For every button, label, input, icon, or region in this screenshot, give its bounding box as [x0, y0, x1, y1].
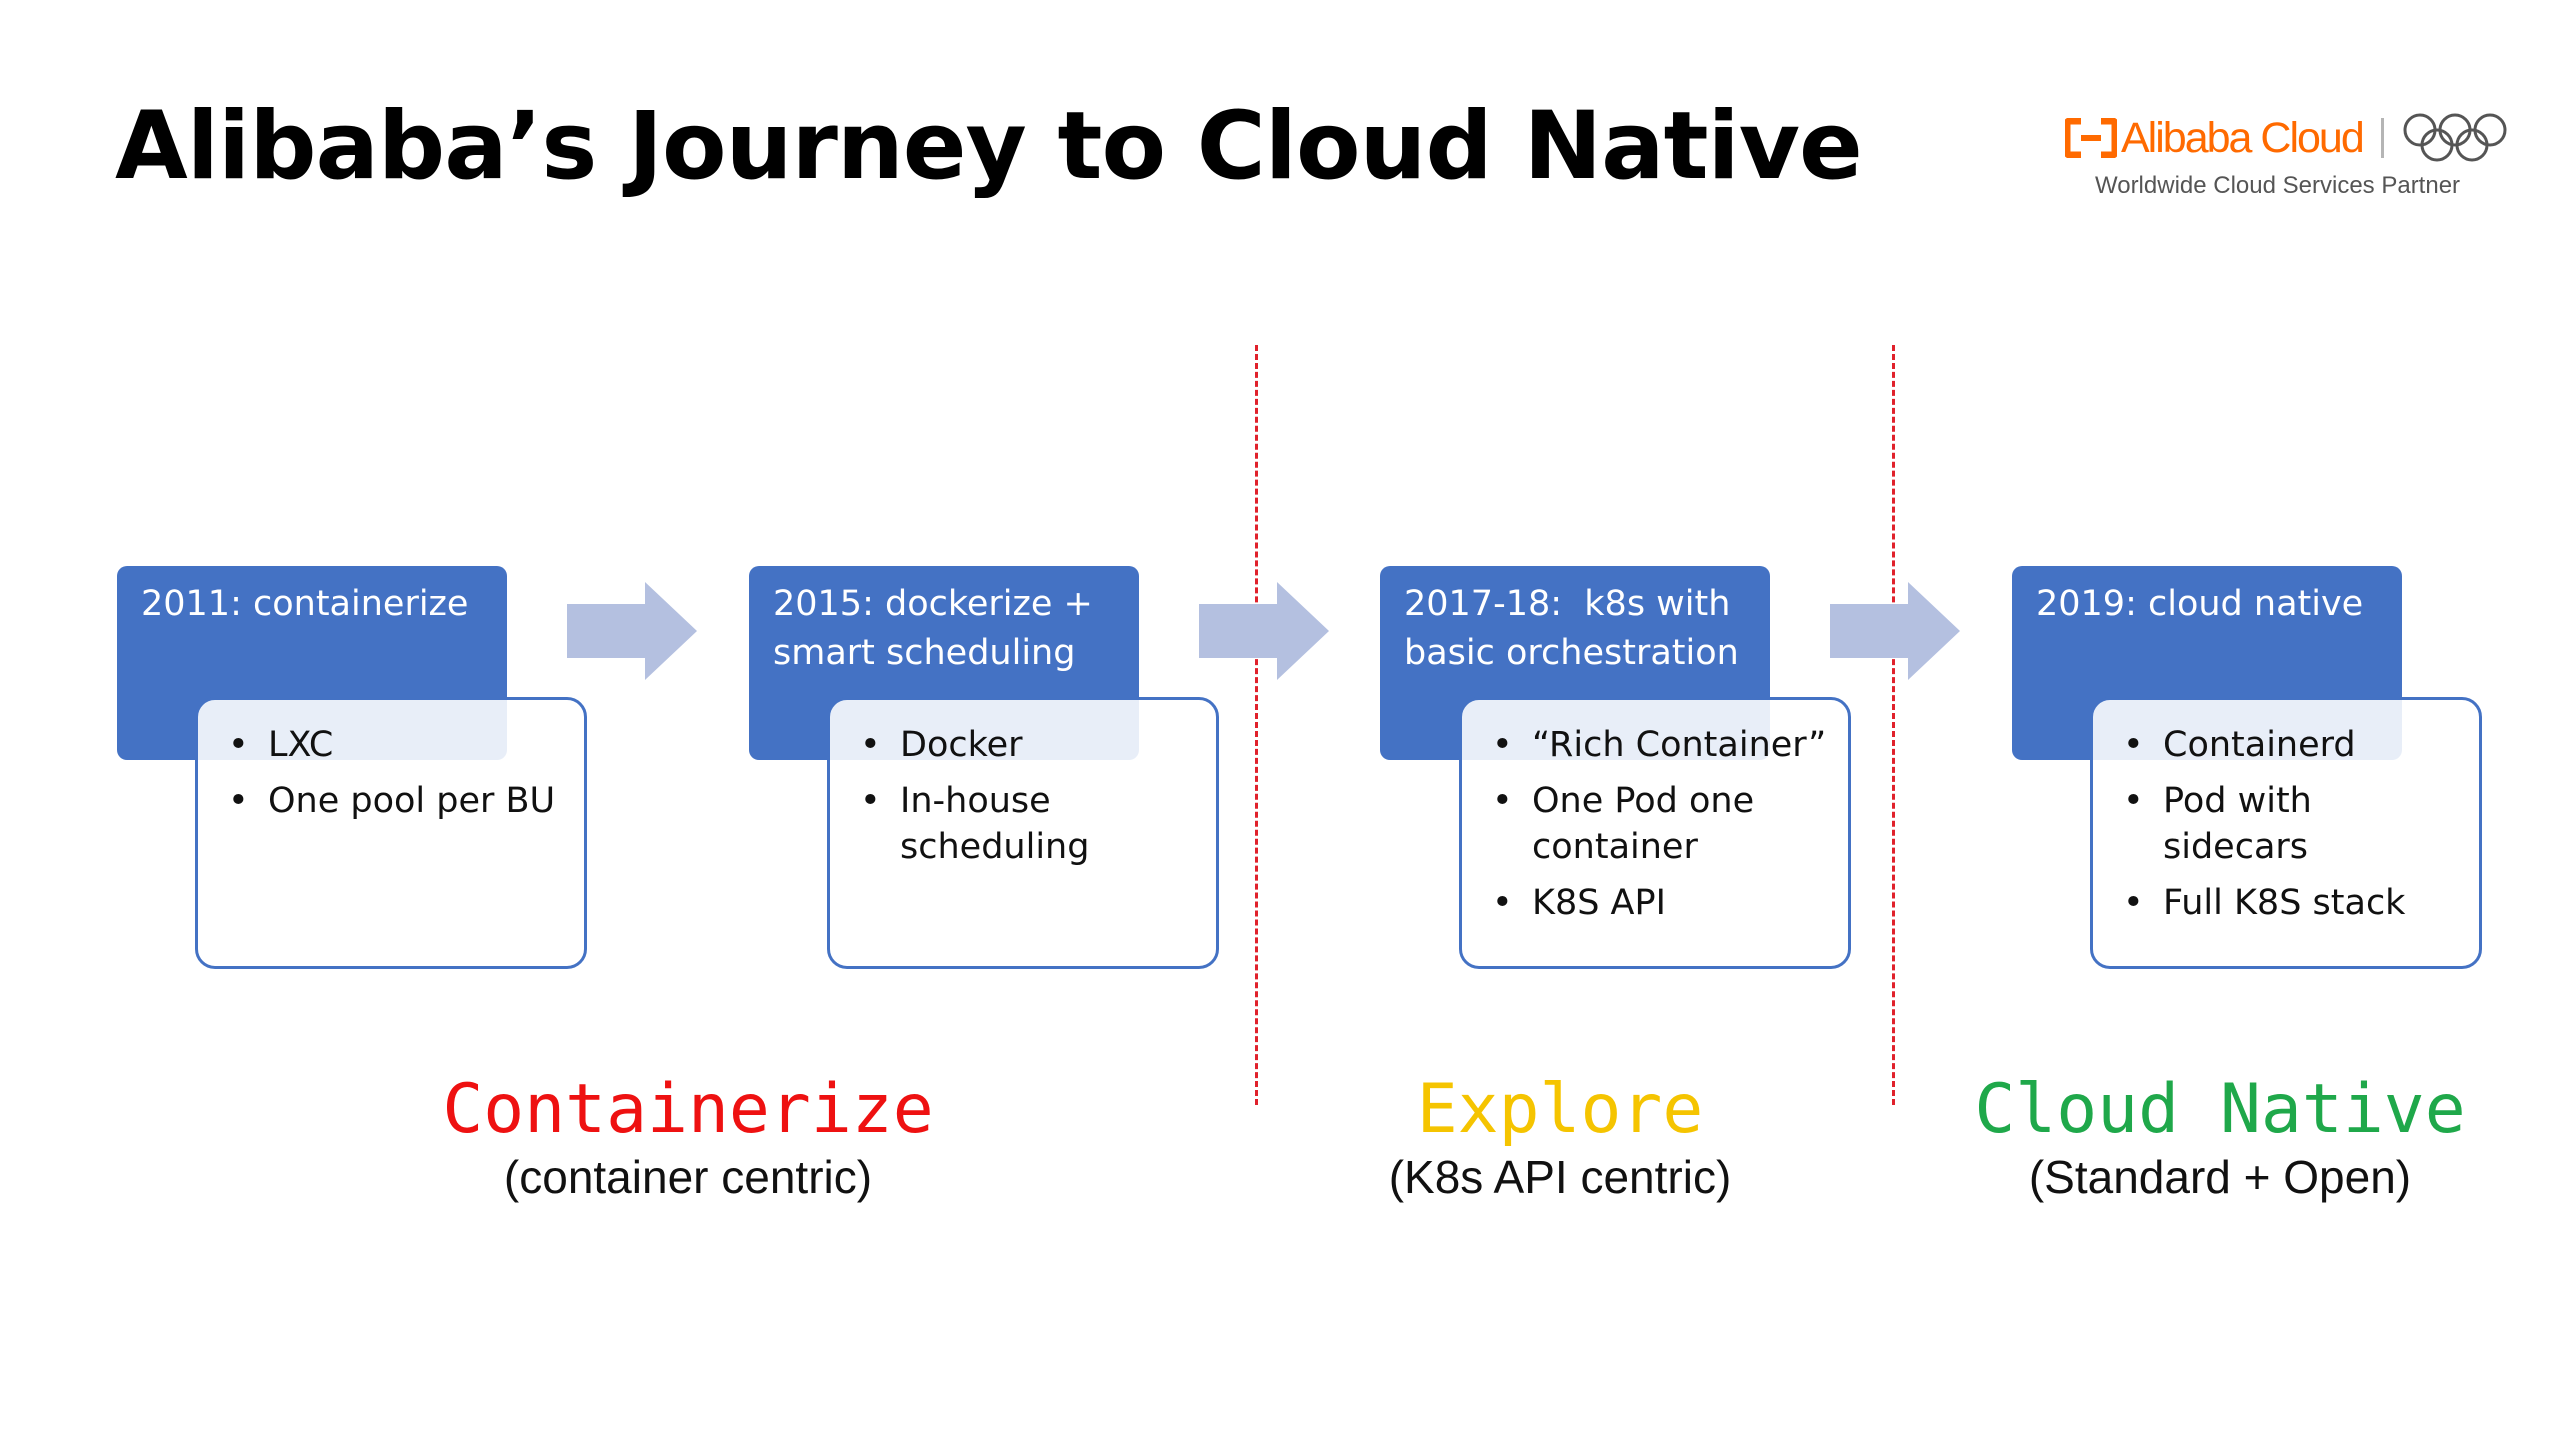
logo-name: Alibaba Cloud [2121, 113, 2365, 162]
alibaba-cloud-logo: Alibaba Cloud Worldwide Cloud Services P… [2065, 108, 2525, 208]
stage-bullet: One Pod one container [1492, 778, 1802, 870]
stage-header-line: 2017-18: k8s with [1404, 584, 1731, 624]
logo-separator [2380, 118, 2384, 158]
arrow-right-icon [1830, 582, 1960, 680]
stage-header-2011: 2011: containerize [117, 566, 507, 760]
phase-subtitle-explore: (K8s API centric) [1388, 1151, 1732, 1203]
phase-divider-1 [1255, 345, 1258, 1105]
stage-header-line: basic orchestration [1404, 633, 1739, 673]
phase-label-cloud-native: Cloud Native [1974, 1070, 2466, 1149]
stage-bullet: “Rich Container” [1492, 722, 1828, 768]
arrow-right-icon [1199, 582, 1329, 680]
arrow-right-icon [567, 582, 697, 680]
stage-bullet: Pod with sidecars [2123, 778, 2363, 870]
stage-details-2019: Containerd Pod with sidecars Full K8S st… [2090, 697, 2482, 969]
stage-header-line: 2011: containerize [141, 584, 469, 624]
logo-tagline: Worldwide Cloud Services Partner [2095, 172, 2461, 199]
stage-header-line: 2019: cloud native [2036, 584, 2364, 624]
stage-header-line: smart scheduling [773, 633, 1076, 673]
stage-bullet: Containerd [2123, 722, 2459, 768]
stage-details-2017-18: “Rich Container” One Pod one container K… [1459, 697, 1851, 969]
stage-header-line: 2015: dockerize + [773, 584, 1093, 624]
phase-divider-2 [1892, 345, 1895, 1105]
stage-bullet: K8S API [1492, 880, 1828, 926]
phase-subtitle-containerize: (container centric) [503, 1151, 873, 1203]
stage-details-2015: Docker In-house scheduling [827, 697, 1219, 969]
olympic-rings-icon [2403, 113, 2507, 162]
phase-subtitle-cloud-native: (Standard + Open) [2028, 1151, 2412, 1203]
stage-bullet: One pool per BU [228, 778, 564, 824]
alibaba-cloud-bracket-icon [2065, 118, 2117, 158]
stage-bullet: In-house scheduling [860, 778, 1130, 870]
phase-label-containerize: Containerize [442, 1070, 934, 1149]
phase-label-explore: Explore [1416, 1070, 1704, 1149]
slide-title: Alibaba’s Journey to Cloud Native [115, 92, 1863, 201]
stage-bullet: Full K8S stack [2123, 880, 2459, 926]
stage-bullet: Docker [860, 722, 1196, 768]
stage-bullet: LXC [228, 722, 564, 768]
stage-details-2011: LXC One pool per BU [195, 697, 587, 969]
